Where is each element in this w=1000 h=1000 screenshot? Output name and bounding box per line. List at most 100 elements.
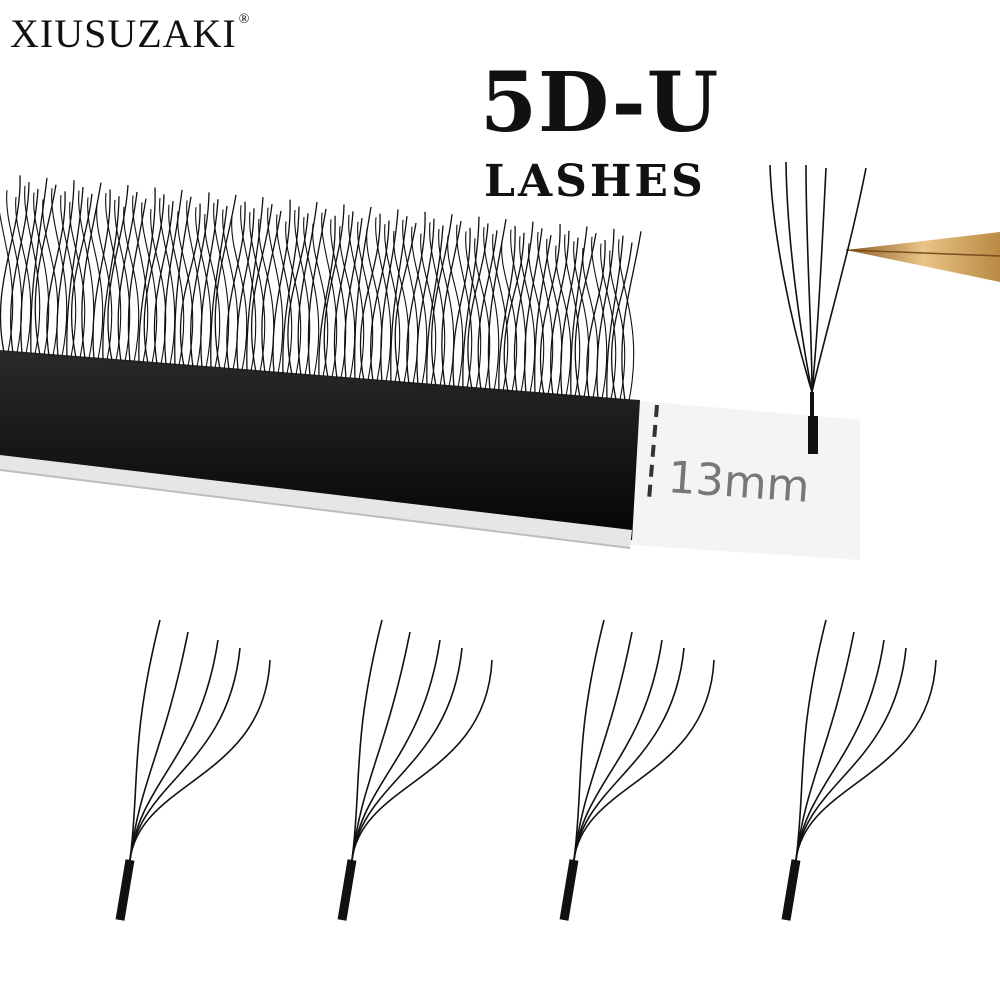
lash-fiber	[222, 209, 239, 370]
lash-fan	[559, 619, 715, 921]
lash-fiber	[582, 247, 599, 399]
lash-fiber	[204, 213, 221, 369]
lash-fiber	[240, 205, 257, 372]
lash-fiber	[272, 199, 291, 374]
lash-fiber	[42, 199, 59, 356]
lash-fiber	[153, 201, 174, 365]
lash-fiber	[447, 235, 464, 388]
lash-fiber	[249, 211, 266, 373]
lash-fan-row	[115, 619, 937, 921]
lash-fiber	[370, 220, 390, 382]
lash-fan-base	[559, 859, 579, 921]
lash-fiber	[357, 221, 374, 381]
lash-fiber	[33, 192, 50, 356]
lash-fan-top	[769, 161, 867, 454]
lash-fiber	[213, 202, 230, 370]
lash-fan-fiber	[129, 647, 241, 861]
brand-name: XIUSUZAKI®	[10, 11, 251, 56]
lash-fiber	[452, 227, 471, 388]
lash-fiber	[519, 236, 536, 394]
lash-fiber	[195, 207, 212, 368]
lash-fiber	[465, 231, 482, 389]
lash-fan	[115, 619, 271, 921]
lash-fiber	[0, 211, 14, 353]
lash-fiber	[366, 228, 383, 382]
lash-fiber	[492, 233, 509, 392]
lash-fiber	[231, 216, 248, 371]
lash-fiber	[359, 213, 381, 381]
lash-fiber	[375, 217, 392, 382]
lash-fiber	[539, 223, 561, 395]
lash-fiber	[498, 225, 516, 391]
lash-fan-fiber	[351, 647, 463, 861]
lash-fiber	[87, 197, 104, 360]
product-subtitle: LASHES	[484, 156, 706, 207]
lash-fan-fiber	[573, 659, 715, 861]
lash-fiber	[318, 215, 336, 377]
lash-fiber	[123, 206, 140, 363]
tweezer-edge	[845, 249, 1000, 257]
lash-fiber	[312, 223, 329, 377]
registered-mark: ®	[238, 12, 251, 27]
lash-fiber	[24, 185, 41, 355]
lash-strip-fibers	[0, 175, 642, 401]
lash-strip-base	[0, 350, 640, 540]
lash-fiber	[618, 239, 635, 401]
lash-fan-fiber	[129, 631, 189, 861]
lash-fiber	[426, 225, 444, 386]
lash-fiber	[143, 194, 165, 364]
lash-fiber	[339, 226, 356, 380]
lash-fiber	[343, 218, 363, 380]
lash-fiber	[429, 222, 446, 387]
lash-fiber	[261, 210, 282, 373]
measurement-card	[630, 400, 860, 560]
lash-fiber	[462, 216, 480, 389]
lash-fiber	[609, 250, 626, 401]
lash-fiber	[501, 240, 518, 392]
lash-fiber	[285, 221, 302, 375]
lash-fiber	[141, 202, 158, 364]
product-title: 5D-U	[480, 55, 720, 151]
lash-fiber	[177, 211, 194, 367]
lash-fan	[337, 619, 493, 921]
lash-fan-fiber	[795, 631, 855, 861]
lash-fiber	[555, 245, 572, 396]
lash-fiber	[384, 224, 401, 383]
lash-fiber	[477, 230, 498, 390]
lash-fiber	[467, 223, 489, 389]
lash-fiber	[483, 227, 500, 391]
lash-fan-fiber	[573, 619, 605, 861]
lash-fiber	[70, 193, 93, 359]
lash-fiber	[420, 233, 437, 386]
lash-fiber	[132, 195, 149, 363]
lash-fiber	[487, 218, 507, 391]
lash-fiber	[214, 194, 237, 370]
lash-fan-base	[115, 859, 135, 921]
lash-fiber	[537, 231, 554, 395]
lash-fiber	[528, 243, 545, 394]
lash-strip-tape-edge	[0, 469, 631, 549]
lash-fiber	[66, 186, 84, 358]
lash-fiber	[550, 230, 570, 396]
lash-fiber	[246, 197, 264, 372]
lash-strip	[0, 175, 642, 549]
lash-fan-fiber	[795, 647, 907, 861]
lash-fiber	[276, 214, 293, 375]
lash-fiber	[81, 182, 102, 359]
lash-fiber	[596, 228, 615, 399]
lash-fiber	[503, 232, 525, 392]
lash-fiber	[430, 214, 453, 387]
lash-fiber	[287, 213, 309, 375]
lash-fiber	[523, 228, 543, 394]
lash-fiber	[117, 191, 138, 362]
lash-fiber	[393, 230, 410, 384]
lash-fiber	[10, 182, 30, 354]
lash-fiber	[456, 224, 473, 389]
lash-fiber	[534, 235, 552, 394]
lash-fan-fiber	[351, 631, 411, 861]
lash-fiber	[348, 214, 365, 380]
lash-fan-fiber	[573, 631, 633, 861]
lash-fan-fiber	[795, 639, 885, 861]
